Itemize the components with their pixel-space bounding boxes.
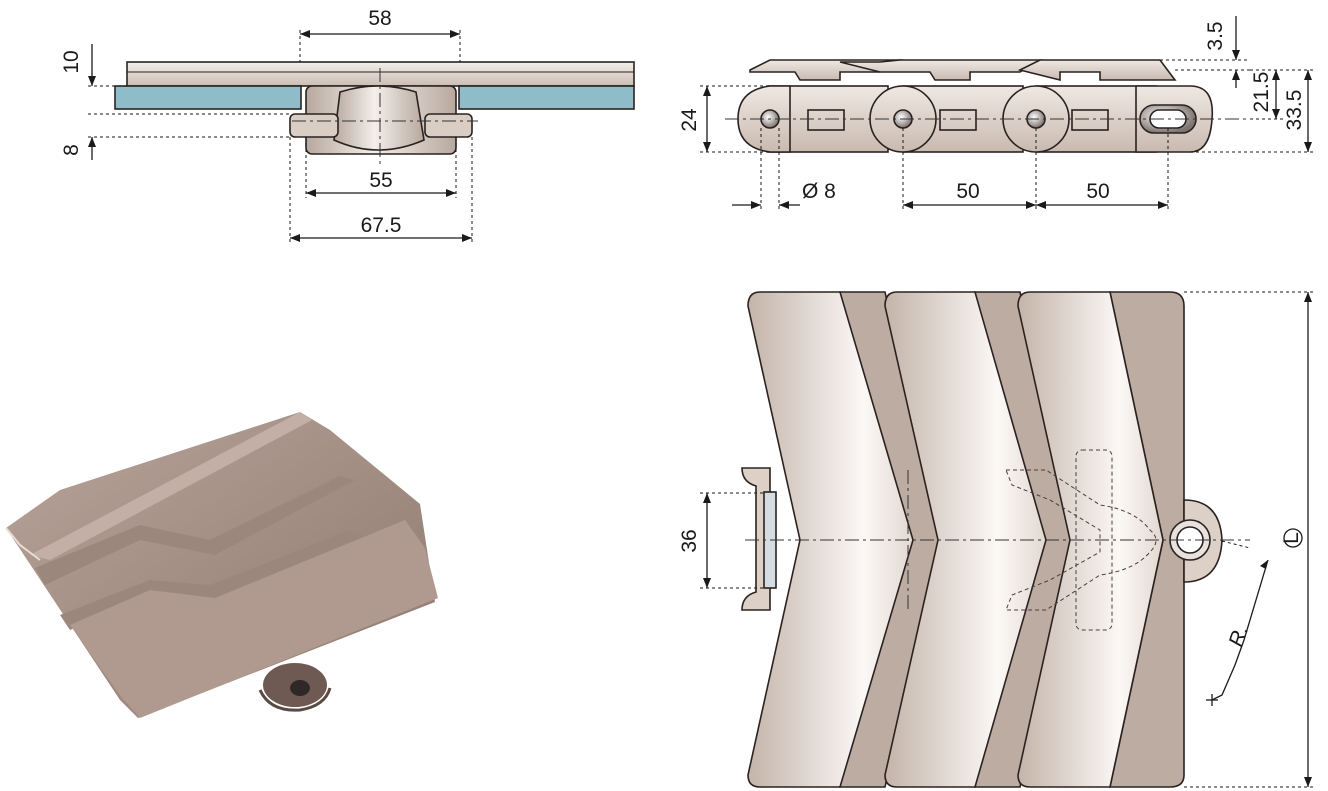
- side-plate-3: [1017, 59, 1177, 82]
- dim-36: 36: [678, 529, 701, 552]
- dim-diameter-8: Ø 8: [802, 180, 836, 203]
- hinge-barrel: [333, 85, 425, 151]
- guide-tab-left: [289, 113, 339, 138]
- top-view: 36 R. L: [678, 291, 1316, 788]
- dim-58: 58: [368, 7, 391, 30]
- wear-strip-right: [458, 85, 635, 110]
- front-view: 58 10 8 55 67.5: [60, 7, 635, 243]
- dim-24: 24: [678, 108, 701, 132]
- dim-21-5: 21.5: [1250, 72, 1273, 113]
- side-view: 3.5 21.5 33.5 24 Ø 8 50 50: [678, 16, 1316, 210]
- side-plate-2: [839, 59, 1043, 81]
- chain-module-photo: [5, 412, 438, 718]
- wear-strip-left: [114, 85, 302, 110]
- guide-tab-right: [424, 113, 473, 138]
- dim-10: 10: [60, 50, 83, 73]
- dim-pitch-50-b: 50: [1086, 180, 1109, 203]
- dim-55: 55: [369, 169, 392, 192]
- top-view-tab: [741, 467, 771, 611]
- dim-8: 8: [60, 144, 83, 156]
- dim-width-l: L: [1280, 532, 1303, 544]
- dim-33-5: 33.5: [1283, 90, 1306, 131]
- dim-3-5: 3.5: [1204, 21, 1227, 50]
- dim-pitch-50-a: 50: [956, 180, 979, 203]
- dim-radius: R.: [1225, 622, 1253, 649]
- dim-67-5: 67.5: [361, 214, 402, 237]
